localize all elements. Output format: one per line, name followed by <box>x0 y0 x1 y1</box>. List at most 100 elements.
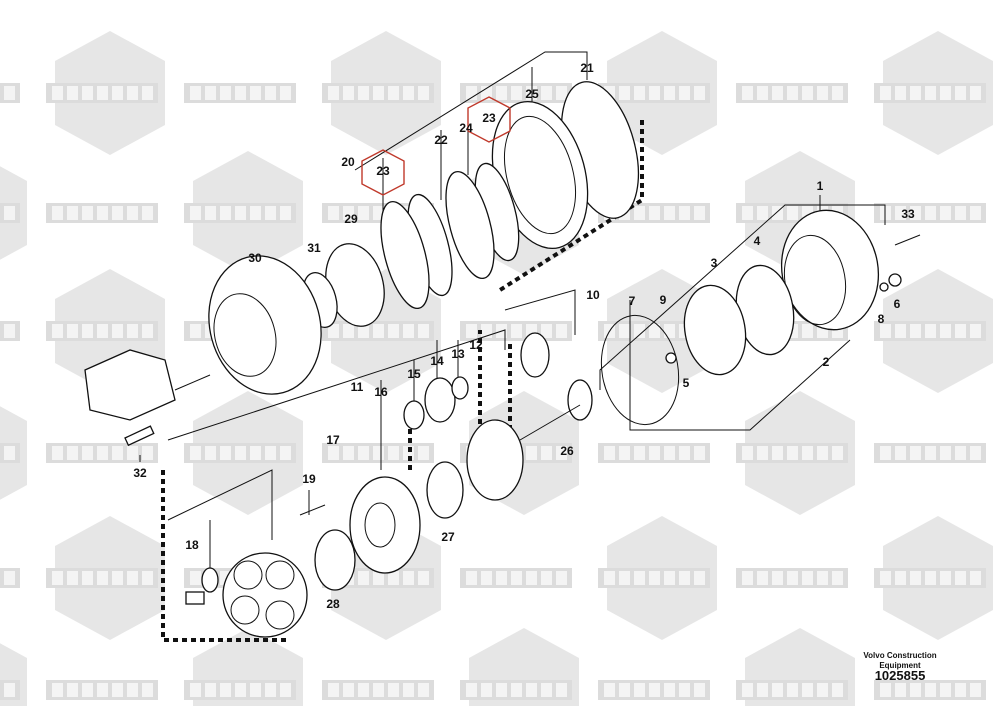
watermark-letter <box>112 683 123 697</box>
callout-23[interactable]: 23 <box>482 111 496 125</box>
watermark-letter <box>373 324 384 338</box>
watermark-letter <box>649 206 660 220</box>
watermark-letter <box>112 206 123 220</box>
watermark-letter <box>772 86 783 100</box>
callout-11[interactable]: 11 <box>351 380 364 394</box>
watermark-letter <box>142 324 153 338</box>
watermark-letter <box>895 324 906 338</box>
callout-26[interactable]: 26 <box>560 444 574 458</box>
watermark-letter <box>541 446 552 460</box>
watermark-letter <box>220 446 231 460</box>
callout-3[interactable]: 3 <box>711 256 718 270</box>
callout-25[interactable]: 25 <box>525 87 539 101</box>
watermark-letter <box>265 206 276 220</box>
watermark-letter <box>82 571 93 585</box>
watermark-letter <box>634 446 645 460</box>
watermark-letter <box>4 206 15 220</box>
watermark-letter <box>52 324 63 338</box>
callout-6[interactable]: 6 <box>894 297 901 311</box>
watermark-letter <box>832 324 843 338</box>
watermark-letter <box>142 683 153 697</box>
callout-24[interactable]: 24 <box>459 121 473 135</box>
watermark-letter <box>220 206 231 220</box>
callout-8[interactable]: 8 <box>878 312 885 326</box>
watermark-letter <box>541 324 552 338</box>
callout-17[interactable]: 17 <box>326 433 340 447</box>
watermark-letter <box>67 324 78 338</box>
callout-4[interactable]: 4 <box>754 234 761 248</box>
watermark-letter <box>481 86 492 100</box>
callout-28[interactable]: 28 <box>326 597 340 611</box>
callout-21[interactable]: 21 <box>580 61 594 75</box>
watermark-letter <box>418 446 429 460</box>
callout-22[interactable]: 22 <box>434 133 448 147</box>
watermark-letter <box>265 86 276 100</box>
watermark-letter <box>925 683 936 697</box>
callout-2[interactable]: 2 <box>823 355 830 369</box>
watermark-letter <box>742 206 753 220</box>
watermark-letter <box>925 86 936 100</box>
watermark-letter <box>97 446 108 460</box>
watermark-letter <box>280 446 291 460</box>
callout-20[interactable]: 20 <box>341 155 355 169</box>
watermark-letter <box>817 683 828 697</box>
callout-13[interactable]: 13 <box>451 347 465 361</box>
watermark-letter <box>910 324 921 338</box>
watermark-letter <box>817 86 828 100</box>
watermark-letter <box>4 571 15 585</box>
callout-12[interactable]: 12 <box>469 338 483 352</box>
callout-10[interactable]: 10 <box>586 288 600 302</box>
watermark-letter <box>604 571 615 585</box>
watermark-letter <box>235 683 246 697</box>
watermark-letter <box>910 206 921 220</box>
callout-16[interactable]: 16 <box>374 385 388 399</box>
watermark-letter <box>280 206 291 220</box>
watermark-letter <box>220 571 231 585</box>
watermark-letter <box>634 86 645 100</box>
callout-30[interactable]: 30 <box>248 251 262 265</box>
watermark-letter <box>634 683 645 697</box>
watermark-letter <box>418 86 429 100</box>
watermark-letter <box>742 683 753 697</box>
callout-18[interactable]: 18 <box>185 538 199 552</box>
watermark-letter <box>67 206 78 220</box>
watermark-letter <box>541 683 552 697</box>
watermark-letter <box>940 206 951 220</box>
watermark-letter <box>4 324 15 338</box>
watermark-letter <box>664 324 675 338</box>
watermark-letter <box>817 324 828 338</box>
watermark-letter <box>466 86 477 100</box>
watermark-letter <box>925 324 936 338</box>
watermark-letter <box>235 206 246 220</box>
callout-32[interactable]: 32 <box>133 466 147 480</box>
callout-23[interactable]: 23 <box>376 164 390 178</box>
watermark-letter <box>403 86 414 100</box>
callout-19[interactable]: 19 <box>302 472 316 486</box>
watermark-letter <box>358 86 369 100</box>
callout-33[interactable]: 33 <box>901 207 915 221</box>
callout-7[interactable]: 7 <box>629 294 636 308</box>
watermark-letter <box>328 683 339 697</box>
watermark-letter <box>664 446 675 460</box>
watermark-letter <box>343 683 354 697</box>
watermark-letter <box>955 86 966 100</box>
watermark-letter <box>880 446 891 460</box>
callout-29[interactable]: 29 <box>344 212 358 226</box>
watermark-letter <box>970 324 981 338</box>
callout-1[interactable]: 1 <box>817 179 824 193</box>
watermark-letter <box>466 683 477 697</box>
watermark-letter <box>328 446 339 460</box>
watermark-letter <box>265 683 276 697</box>
callout-9[interactable]: 9 <box>660 293 667 307</box>
callout-14[interactable]: 14 <box>430 354 444 368</box>
callout-5[interactable]: 5 <box>683 376 690 390</box>
watermark-letter <box>619 446 630 460</box>
watermark-letter <box>112 324 123 338</box>
watermark-letter <box>757 571 768 585</box>
watermark-letter <box>772 206 783 220</box>
watermark-letter <box>343 446 354 460</box>
callout-27[interactable]: 27 <box>441 530 455 544</box>
callout-15[interactable]: 15 <box>407 367 421 381</box>
callout-31[interactable]: 31 <box>307 241 321 255</box>
